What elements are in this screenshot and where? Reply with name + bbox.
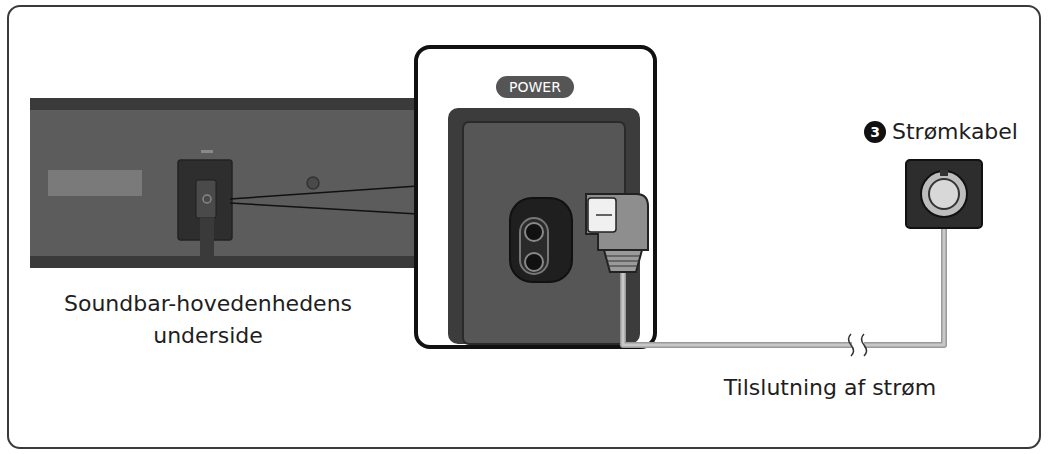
- wall-socket: [906, 160, 982, 228]
- power-plug: [586, 194, 648, 272]
- panel-tag: POWER: [496, 76, 574, 98]
- connection-caption: Tilslutning af strøm: [660, 372, 1000, 404]
- node-text: 3: [870, 124, 880, 140]
- callout-number: 3: [864, 121, 886, 143]
- node-text: POWER: [509, 79, 561, 95]
- zoom-box: [416, 47, 655, 347]
- part-caption: Soundbar-hovedenhedens underside: [28, 288, 388, 352]
- part-name: Strømkabel: [892, 116, 1018, 148]
- frame: [8, 6, 1040, 448]
- zoom-line: [230, 186, 418, 199]
- soundbar-body: [30, 98, 420, 268]
- zoom-line: [230, 203, 418, 214]
- power-cable: [623, 200, 944, 356]
